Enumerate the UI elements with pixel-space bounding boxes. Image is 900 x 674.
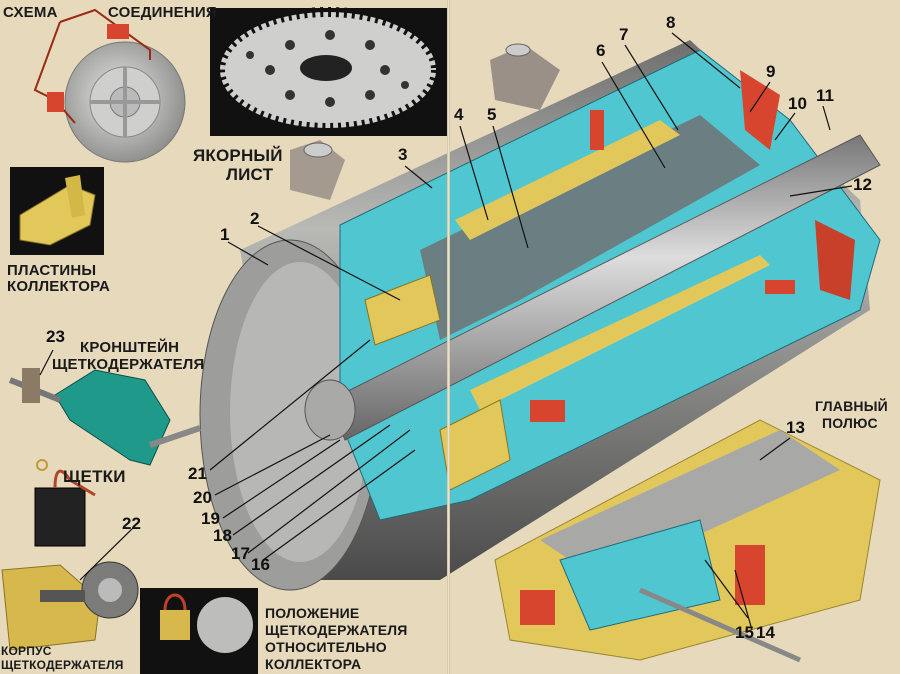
label-housing-2: ЩЕТКОДЕРЖАТЕЛЯ bbox=[1, 658, 124, 672]
main-pole-image bbox=[494, 419, 881, 663]
callout-10: 10 bbox=[788, 94, 807, 113]
label-position-1: ПОЛОЖЕНИЕ bbox=[265, 605, 360, 621]
label-bracket-2: ЩЕТКОДЕРЖАТЕЛЯ bbox=[52, 356, 205, 373]
callout-3: 3 bbox=[398, 145, 408, 164]
callout-16: 16 bbox=[251, 555, 270, 574]
label-position-2: ЩЕТКОДЕРЖАТЕЛЯ bbox=[265, 622, 408, 638]
callout-19: 19 bbox=[201, 509, 220, 528]
callout-15: 15 bbox=[735, 623, 754, 642]
label-armature-sheet: ЯКОРНЫЙ bbox=[193, 146, 283, 165]
label-position-4: КОЛЛЕКТОРА bbox=[265, 656, 362, 672]
callout-4: 4 bbox=[454, 105, 464, 124]
callout-17: 17 bbox=[231, 544, 250, 563]
callout-5: 5 bbox=[487, 105, 497, 124]
label-main-pole: ГЛАВНЫЙ bbox=[815, 398, 888, 414]
callout-8: 8 bbox=[666, 13, 676, 32]
callout-leader-lines bbox=[39, 32, 853, 631]
brushes-image bbox=[34, 459, 96, 547]
connection-scheme-diagram bbox=[33, 8, 186, 163]
callout-9: 9 bbox=[766, 62, 776, 81]
label-armature-sheet-2: ЛИСТ bbox=[226, 165, 274, 184]
brush-bracket-image bbox=[8, 368, 201, 466]
callout-14: 14 bbox=[756, 623, 775, 642]
callout-13: 13 bbox=[786, 418, 805, 437]
brush-position-image bbox=[140, 588, 258, 674]
label-connection-scheme: СХЕМА bbox=[3, 4, 58, 21]
motor-body bbox=[199, 40, 881, 591]
label-commutator-plates: ПЛАСТИНЫ bbox=[7, 262, 97, 279]
label-commutator-plates-2: КОЛЛЕКТОРА bbox=[7, 278, 111, 295]
callout-21: 21 bbox=[188, 464, 207, 483]
page-fold bbox=[447, 0, 450, 674]
callout-2: 2 bbox=[250, 209, 260, 228]
callout-6: 6 bbox=[596, 41, 606, 60]
label-brushes: ЩЕТКИ bbox=[63, 467, 126, 486]
callout-1: 1 bbox=[220, 225, 230, 244]
callout-23: 23 bbox=[46, 327, 65, 346]
callout-22: 22 bbox=[122, 514, 141, 533]
brush-holder-housing-image bbox=[1, 561, 139, 651]
callout-12: 12 bbox=[853, 175, 872, 194]
callout-20: 20 bbox=[193, 488, 212, 507]
label-housing: КОРПУС bbox=[1, 644, 52, 658]
label-connection-scheme-2: СОЕДИНЕНИЯ bbox=[108, 4, 217, 21]
callout-7: 7 bbox=[619, 25, 629, 44]
label-position-3: ОТНОСИТЕЛЬНО bbox=[265, 639, 387, 655]
armature-sheet-image bbox=[210, 7, 447, 136]
callout-18: 18 bbox=[213, 526, 232, 545]
callout-11: 11 bbox=[816, 86, 834, 105]
label-main-pole-2: ПОЛЮС bbox=[822, 415, 878, 431]
commutator-plates-image bbox=[10, 167, 104, 255]
label-bracket: КРОНШТЕЙН bbox=[80, 339, 180, 356]
